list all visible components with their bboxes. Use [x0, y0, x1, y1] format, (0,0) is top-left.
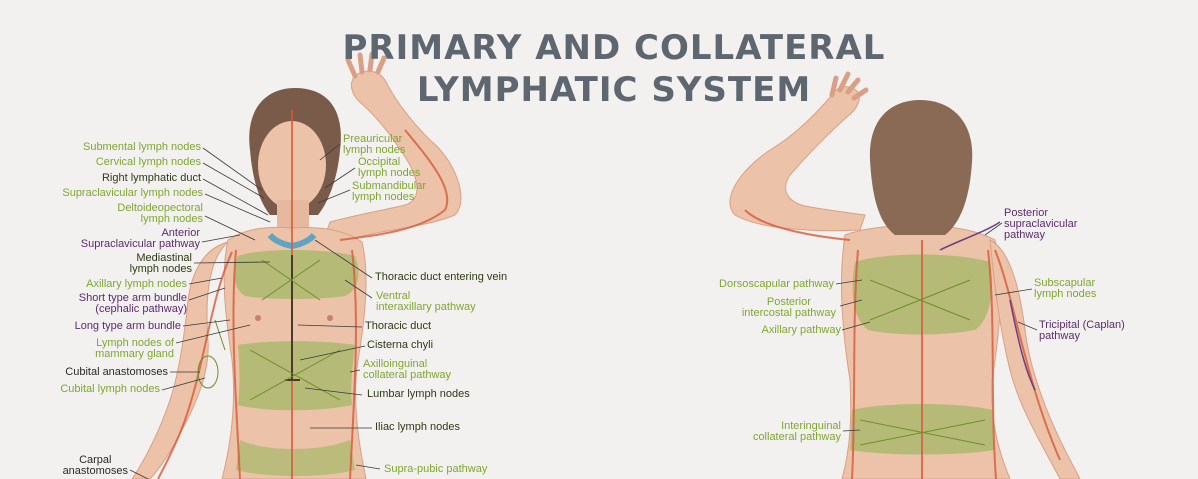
label-thoracic-duct: Thoracic duct	[365, 320, 432, 332]
front-chest-lymph-region	[234, 250, 359, 299]
label-tricipital-caplan-pathway: Tricipital (Caplan)pathway	[1039, 319, 1125, 342]
front-left-leaders	[129, 147, 271, 479]
label-supra-pubic-pathway: Supra-pubic pathway	[384, 463, 488, 475]
label-cervical-lymph-nodes: Cervical lymph nodes	[95, 156, 201, 168]
title-line-1: PRIMARY AND COLLATERAL	[342, 28, 886, 68]
label-dorsoscapular-pathway: Dorsoscapular pathway	[719, 278, 834, 290]
label-axillary-pathway: Axillary pathway	[761, 324, 841, 336]
label-axillary-lymph-nodes: Axillary lymph nodes	[86, 278, 187, 290]
front-right-leaders	[297, 143, 381, 470]
label-thoracic-duct-entering-vein: Thoracic duct entering vein	[375, 271, 508, 283]
label-cisterna-chyli: Cisterna chyli	[367, 339, 434, 351]
label-supraclavicular-lymph-nodes: Supraclavicular lymph nodes	[62, 187, 203, 199]
label-submental-lymph-nodes: Submental lymph nodes	[82, 141, 201, 153]
label-cubital-lymph-nodes: Cubital lymph nodes	[60, 383, 160, 395]
back-hair	[869, 100, 973, 235]
label-short-type-arm-bundle: Short type arm bundle(cephalic pathway)	[78, 292, 187, 315]
front-lowered-arm	[131, 241, 229, 479]
label-iliac-lymph-nodes: Iliac lymph nodes	[375, 421, 460, 433]
front-raised-arm	[319, 70, 462, 252]
label-lumbar-lymph-nodes: Lumbar lymph nodes	[367, 388, 470, 400]
back-lowered-arm	[989, 239, 1081, 479]
title-line-2: LYMPHATIC SYSTEM	[416, 70, 812, 110]
label-right-lymphatic-duct: Right lymphatic duct	[101, 172, 201, 184]
back-leaders	[835, 222, 1038, 432]
back-figure	[729, 71, 1081, 479]
label-cubital-anastomoses: Cubital anastomoses	[65, 366, 168, 378]
label-long-type-arm-bundle: Long type arm bundle	[74, 320, 181, 332]
